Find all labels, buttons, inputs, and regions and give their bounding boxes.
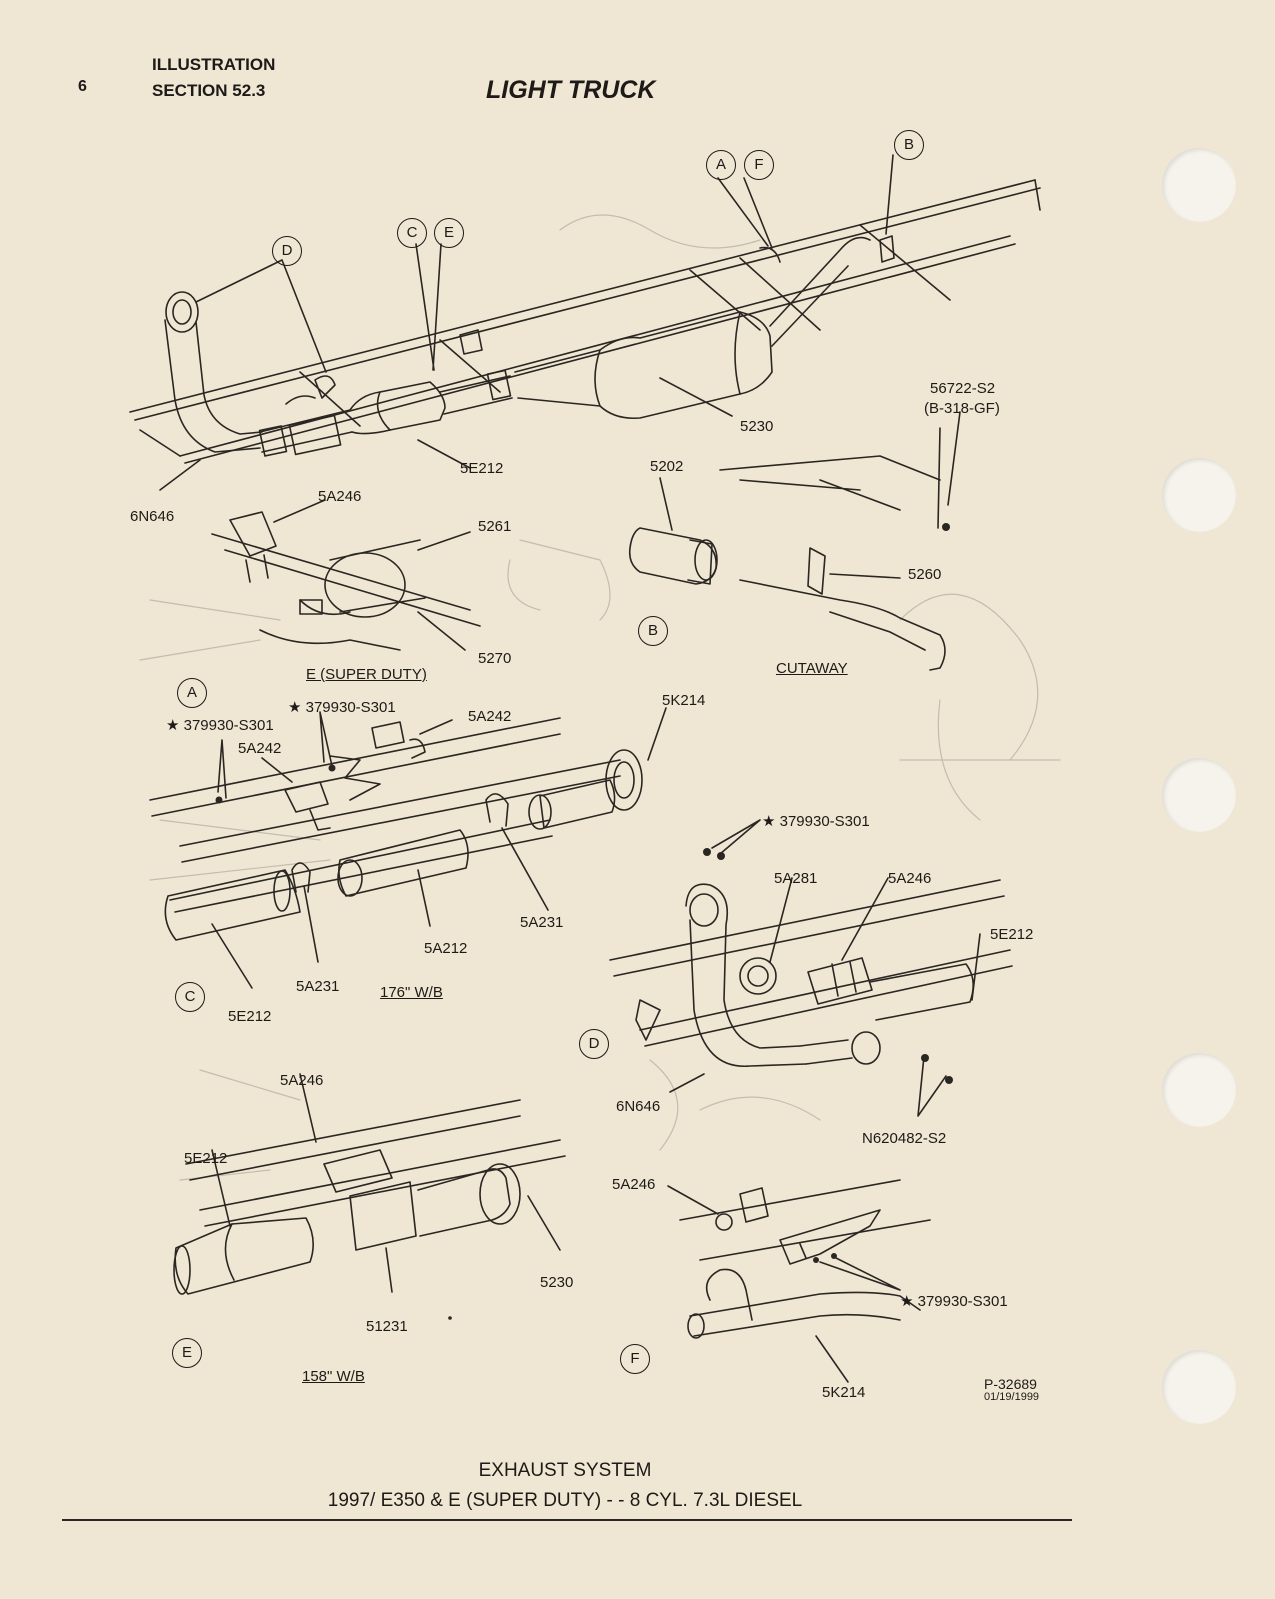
part-label: 5230 [540,1274,574,1291]
part-label: 5A281 [774,870,818,887]
part-label: 5K214 [662,692,706,709]
footer-rule [62,1519,1072,1521]
view-label-f: F [620,1344,650,1374]
part-label: 5A242 [468,708,512,725]
part-label: 5A212 [424,940,468,957]
illustration-reference: P-32689 01/19/1999 [984,1376,1040,1404]
part-label: 5E212 [228,1008,272,1025]
reference-code: P-32689 [984,1376,1037,1392]
part-label: 5A231 [520,914,564,931]
part-label: 5270 [478,650,512,667]
callout-circle: B [894,130,924,160]
binder-hole [1162,758,1236,832]
binder-hole [1162,458,1236,532]
footer-subtitle: 1997/ E350 & E (SUPER DUTY) - - 8 CYL. 7… [327,1490,803,1511]
view-label-a: A [177,678,207,708]
part-label: 5A246 [888,870,932,887]
part-label: 5230 [740,418,774,435]
binder-hole [1162,148,1236,222]
view-label-b: B [638,616,668,646]
part-label: ★ 379930-S301 [288,699,396,716]
part-label: 5A231 [296,978,340,995]
part-label: 5A246 [318,488,362,505]
view-label-e: E [172,1338,202,1368]
callout-circle: D [272,236,302,266]
part-label: 5A246 [280,1072,324,1089]
page-title: LIGHT TRUCK [486,76,656,104]
view-caption: 158" W/B [302,1368,365,1385]
view-caption: CUTAWAY [776,660,848,677]
part-label: 5261 [478,518,512,535]
binder-hole [1162,1053,1236,1127]
part-label: N620482-S2 [862,1130,947,1147]
part-label: 5A246 [612,1176,656,1193]
callout-circle: C [397,218,427,248]
callout-circle: E [434,218,464,248]
footer-title: EXHAUST SYSTEM [478,1460,652,1481]
part-label: ★ 379930-S301 [762,813,870,830]
part-label: ★ 379930-S301 [166,717,274,734]
section-line-1: ILLUSTRATION [152,55,276,74]
view-label-d: D [579,1029,609,1059]
part-label: ★ 379930-S301 [900,1293,1008,1310]
view-caption: E (SUPER DUTY) [306,666,427,683]
part-label: (B-318-GF) [924,400,1000,417]
view-caption: 176" W/B [380,984,443,1001]
part-label: 5E212 [990,926,1034,943]
part-label: 5E212 [460,460,504,477]
callout-circle: F [744,150,774,180]
section-heading: ILLUSTRATION SECTION 52.3 [152,52,275,104]
part-label: 5K214 [822,1384,866,1401]
section-line-2: SECTION 52.3 [152,81,266,100]
part-label: 5A242 [238,740,282,757]
view-label-c: C [175,982,205,1012]
part-label: 6N646 [130,508,175,525]
binder-hole [1162,1350,1236,1424]
part-label: 56722-S2 [930,380,996,397]
reference-date: 01/19/1999 [984,1391,1040,1403]
callout-circle: A [706,150,736,180]
part-label: 5202 [650,458,684,475]
part-label: 5E212 [184,1150,228,1167]
part-label: 6N646 [616,1098,661,1115]
part-label: 5260 [908,566,942,583]
page-number: 6 [78,78,87,95]
part-label: 51231 [366,1318,408,1335]
